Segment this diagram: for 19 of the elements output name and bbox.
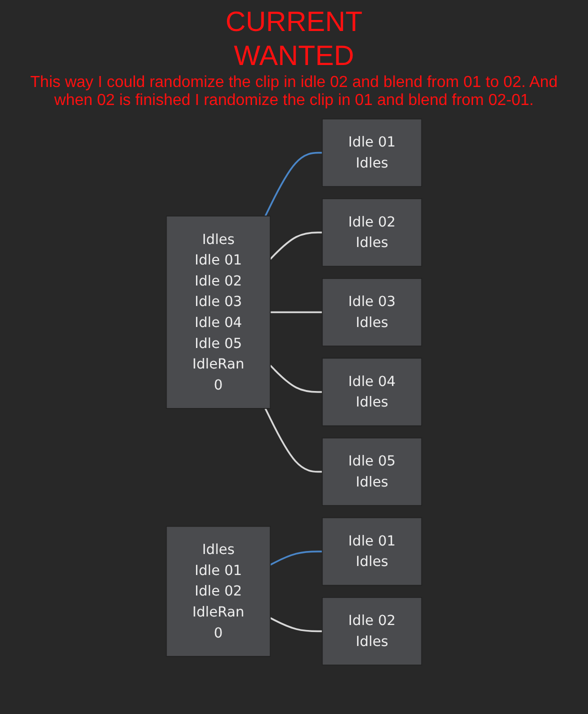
section-heading: WANTED [232, 40, 356, 72]
section-heading: CURRENT [224, 6, 364, 38]
node-box: Idle 04 Idles [322, 358, 422, 426]
note-text: This way I could randomize the clip in idle 02 and blend from 01 to 02. And when 02 is finished I randomize the clip in 01 and blend from 02-01. [30, 74, 558, 110]
connector [270, 311, 322, 314]
node-box: Idles Idle 01 Idle 02 IdleRan 0 [166, 526, 271, 657]
connector [270, 364, 322, 393]
node-box: Idle 03 Idles [322, 278, 422, 346]
connector [270, 550, 322, 566]
node-box: Idle 05 Idles [322, 438, 422, 506]
connector [270, 617, 322, 632]
node-box: Idle 02 Idles [322, 597, 422, 666]
node-box: Idles Idle 01 Idle 02 Idle 03 Idle 04 Idle 05 IdleRan 0 [166, 216, 271, 409]
connector [264, 152, 322, 216]
node-box: Idle 01 Idles [322, 118, 422, 187]
node-box: Idle 01 Idles [322, 517, 422, 586]
connector [264, 408, 322, 473]
connector [270, 232, 322, 260]
node-box: Idle 02 Idles [322, 198, 422, 267]
